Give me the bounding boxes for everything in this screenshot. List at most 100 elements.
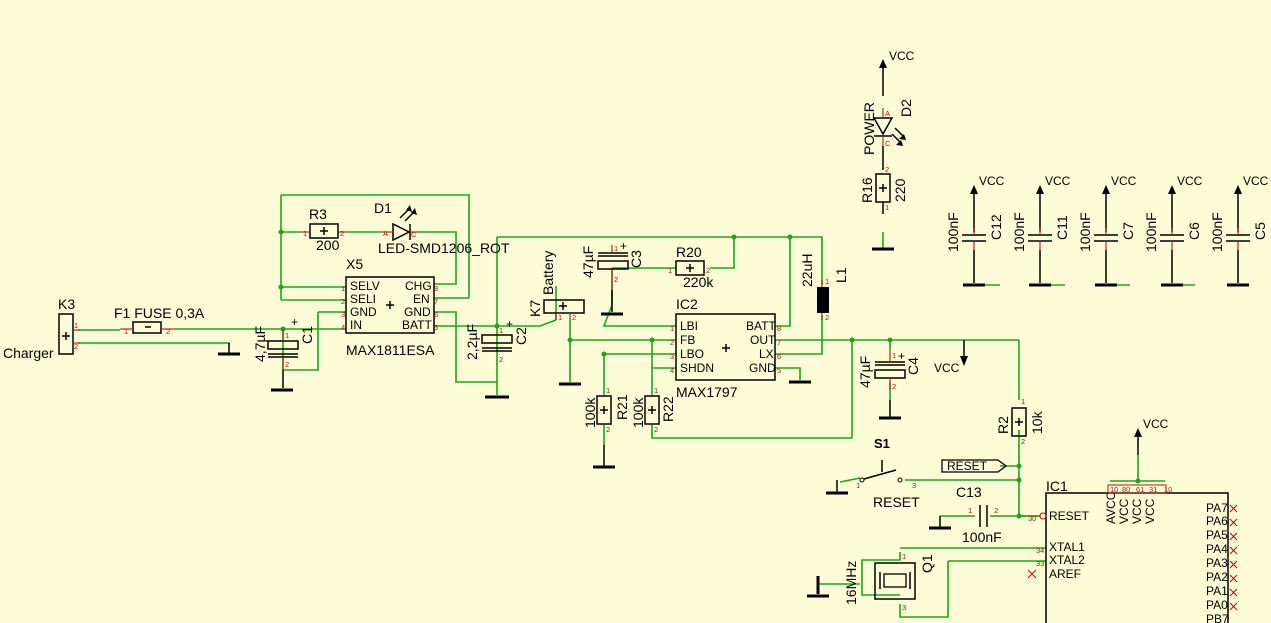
svg-text:2: 2 [654,425,658,434]
capacitor-c3: + 1 2 47µF C3 [580,239,644,316]
svg-text:3: 3 [912,481,916,490]
capacitor-c13: 1 2 C13 100nF [929,484,1002,545]
ic1-pinnum-top-1: 80 [1122,485,1130,494]
x5-pin-en: EN [413,292,430,306]
svg-text:+: + [898,349,905,363]
ic2-pinnum-8: 8 [777,324,781,333]
r22-value: 100k [630,397,646,428]
svg-text:1: 1 [885,203,889,212]
r21-ref: R21 [614,394,630,420]
q1-ref: Q1 [919,554,935,573]
ic1-pinnum-30: 30 [1028,514,1036,523]
svg-text:A: A [885,109,890,118]
r22-ref: R22 [660,396,676,422]
vcc-label-d2: VCC [889,49,915,63]
svg-text:1: 1 [1021,397,1025,406]
svg-text:1: 1 [499,326,503,335]
svg-text:+: + [620,239,627,253]
k3-ref: K3 [58,296,75,312]
c11-ref: C11 [1054,215,1070,240]
x5-pinnum-7: 7 [434,297,438,306]
x5-pinnum-2: 2 [341,297,345,306]
ic2-pin-fb: FB [680,333,695,347]
vcc-label-c12: VCC [979,174,1005,188]
r2-value: 10k [1029,410,1045,434]
svg-text:+: + [291,315,298,329]
c7-value: 100nF [1077,212,1093,252]
d1-ref: D1 [374,200,392,216]
x5-value: MAX1811ESA [346,342,435,358]
ic1-pin-xtal1: XTAL1 [1049,540,1085,554]
svg-text:1: 1 [74,321,78,330]
ic2-pin-lbi: LBI [680,319,698,333]
svg-text:1: 1 [558,313,562,322]
c6-ref: C6 [1186,222,1202,240]
r3-value: 200 [316,237,340,253]
svg-text:2: 2 [994,506,998,515]
c12-ref: C12 [988,214,1004,240]
l1-ref: L1 [833,267,849,283]
vcc-symbol-1: VCC [934,340,968,375]
q1-value: 16MHz [843,561,859,605]
vcc-label-c7: VCC [1111,174,1137,188]
svg-text:2: 2 [74,342,78,351]
fuse-f1: 1 2 F1 FUSE 0,3A [114,305,205,336]
x5-pin-selv: SELV [350,279,380,293]
ic1-pinnum-top-2: 61 [1136,485,1144,494]
ic2-pin-lx: LX [759,347,774,361]
d1-value: LED-SMD1206_ROT [378,240,510,256]
svg-text:1: 1 [614,244,618,253]
reset-net-text: RESET [947,459,988,473]
svg-text:2: 2 [572,313,576,322]
vcc-label-ic1: VCC [1143,417,1169,431]
svg-text:1: 1 [285,331,289,340]
resistor-r22: 1 2 100k R22 [630,386,676,434]
k7-label: Battery [540,251,556,295]
capacitor-c4: + 1 2 47µF C4 [857,349,921,420]
capacitor-c1: 1 2 + 4,7µF C1 [252,315,315,392]
connector-k7-battery: 1 2 K7 Battery [527,251,585,386]
resistor-r21: 1 2 100k R21 [582,386,630,469]
c7-ref: C7 [1120,222,1136,240]
resistor-r3: 1 2 R3 200 [300,206,346,253]
led-d2-power: A C POWER D2 [861,99,914,155]
ic2-pin-out: OUT [750,333,776,347]
capacitor-c2: 1 2 + 2,2µF C2 [464,317,529,399]
svg-text:1: 1 [856,481,860,490]
vcc-symbol-d2: VCC [879,49,915,96]
ic-x5-max1811: X5 MAX1811ESA SELV SELI GND IN CHG EN GN… [341,256,438,358]
f1-label: F1 FUSE 0,3A [114,305,205,321]
svg-text:1: 1 [606,386,610,395]
svg-text:1: 1 [825,277,829,286]
svg-text:+: + [506,317,513,331]
ic2-pin-gnd: GND [749,361,776,375]
x5-pin-gnd2: GND [404,305,431,319]
ic1-pin-avcc: AVCC [1104,491,1118,524]
c5-value: 100nF [1209,212,1225,252]
vcc-symbol-ic1: VCC [1134,417,1169,455]
svg-text:2: 2 [1021,437,1025,446]
svg-text:2: 2 [825,313,829,322]
s1-value: RESET [873,494,920,510]
r21-value: 100k [582,397,598,428]
c13-value: 100nF [962,529,1002,545]
ic2-pinnum-4: 4 [670,366,674,375]
svg-text:1: 1 [654,386,658,395]
d2-value: POWER [861,102,877,155]
decoupling-cap-c7: VCC 100nF C7 [1077,174,1137,287]
x5-pinnum-8: 8 [434,284,438,293]
c12-value: 100nF [945,212,961,252]
c13-ref: C13 [956,484,982,500]
connector-k3: 1 2 K3 Charger [3,296,80,361]
crystal-q1: 1 3 16MHz Q1 [807,552,935,612]
vcc-label-c11: VCC [1045,174,1071,188]
ic1-pin-pa2: PA2 [1206,570,1228,584]
x5-pin-batt: BATT [402,318,432,332]
vcc-label-c6: VCC [1177,174,1203,188]
svg-text:1: 1 [124,327,128,336]
vcc-label-c5: VCC [1243,174,1269,188]
